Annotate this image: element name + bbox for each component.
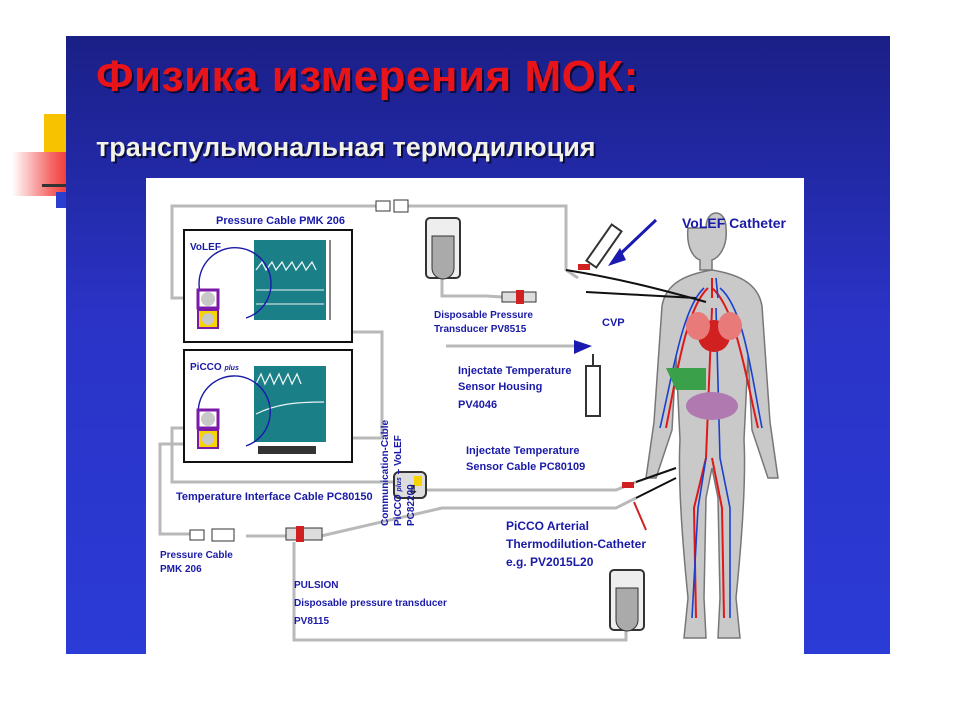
label-pressure-cable-bottom-1: Pressure Cable <box>160 550 233 561</box>
label-disposable-transducer-1: Disposable Pressure <box>434 310 533 321</box>
label-pulsion-3: PV8115 <box>294 616 329 627</box>
label-picco-catheter-1: PiCCO Arterial <box>506 519 589 533</box>
label-picco-catheter-3: e.g. PV2015L20 <box>506 555 594 569</box>
catheter-tips <box>578 264 647 531</box>
arterial-line <box>320 496 637 538</box>
diagram-svg: VoLEF PiCCO plus <box>158 199 787 642</box>
cvp-connector-icon <box>574 340 592 354</box>
syringe-injectate <box>585 354 601 417</box>
label-injectate-housing-1: Injectate Temperature <box>458 365 572 377</box>
label-disposable-transducer-2: Transducer PV8515 <box>434 324 527 335</box>
label-pulsion-1: PULSION <box>294 580 338 591</box>
syringe-top <box>585 223 623 269</box>
human-body-figure <box>645 212 779 639</box>
temperature-interface-box: ⇩ <box>393 471 427 499</box>
pressure-bag-top <box>425 217 461 280</box>
slide-title: Физика измерения МОК: <box>96 52 639 101</box>
transducer-top <box>501 290 537 304</box>
connector-top <box>375 199 409 213</box>
injectate-arrow-icon <box>608 218 658 266</box>
label-pressure-cable-top: Pressure Cable PMK 206 <box>216 215 345 227</box>
monitor-volef-label: VoLEF <box>190 242 221 253</box>
diagram-panel: VoLEF PiCCO plus <box>146 178 804 654</box>
decor-line <box>42 184 82 187</box>
label-comm-cable-group: Communication-Cable PiCCO plus – VoLEF P… <box>380 419 417 526</box>
monitor-picco: PiCCO plus <box>183 349 353 463</box>
pressure-cable-bottom <box>158 442 202 536</box>
pulsion-transducer <box>285 526 323 542</box>
svg-text:⇩: ⇩ <box>408 483 418 497</box>
label-picco-catheter-2: Thermodilution-Catheter <box>506 537 646 551</box>
label-comm-cable-2: PiCCO plus – VoLEF <box>393 435 404 526</box>
pressure-cable-top-right <box>408 204 579 280</box>
label-injectate-cable-2: Sensor Cable PC80109 <box>466 461 585 473</box>
label-injectate-cable-1: Injectate Temperature <box>466 445 580 457</box>
slide-subtitle: транспульмональная термодилюция <box>96 132 596 162</box>
label-pulsion-2: Disposable pressure transducer <box>294 598 447 609</box>
pressure-bag-bottom <box>609 569 645 632</box>
label-injectate-housing-3: PV4046 <box>458 399 497 411</box>
label-injectate-housing-2: Sensor Housing <box>458 381 542 393</box>
decor-yellow-square <box>44 114 68 154</box>
label-temperature-interface: Temperature Interface Cable PC80150 <box>176 491 373 503</box>
monitor-volef: VoLEF <box>183 229 353 343</box>
cables <box>158 204 637 642</box>
label-comm-cable-3: PC82200 <box>406 484 417 526</box>
catheter-lines <box>565 269 707 499</box>
communication-cable <box>342 330 384 440</box>
label-pressure-cable-bottom-2: PMK 206 <box>160 564 202 575</box>
monitor-picco-label: PiCCO plus <box>190 362 239 373</box>
injectate-cable <box>426 480 637 492</box>
label-cvp: CVP <box>602 317 625 329</box>
connector-bottom <box>189 528 235 542</box>
label-volef-catheter: VoLEF Catheter <box>682 215 787 231</box>
label-comm-cable-1: Communication-Cable <box>380 419 391 526</box>
